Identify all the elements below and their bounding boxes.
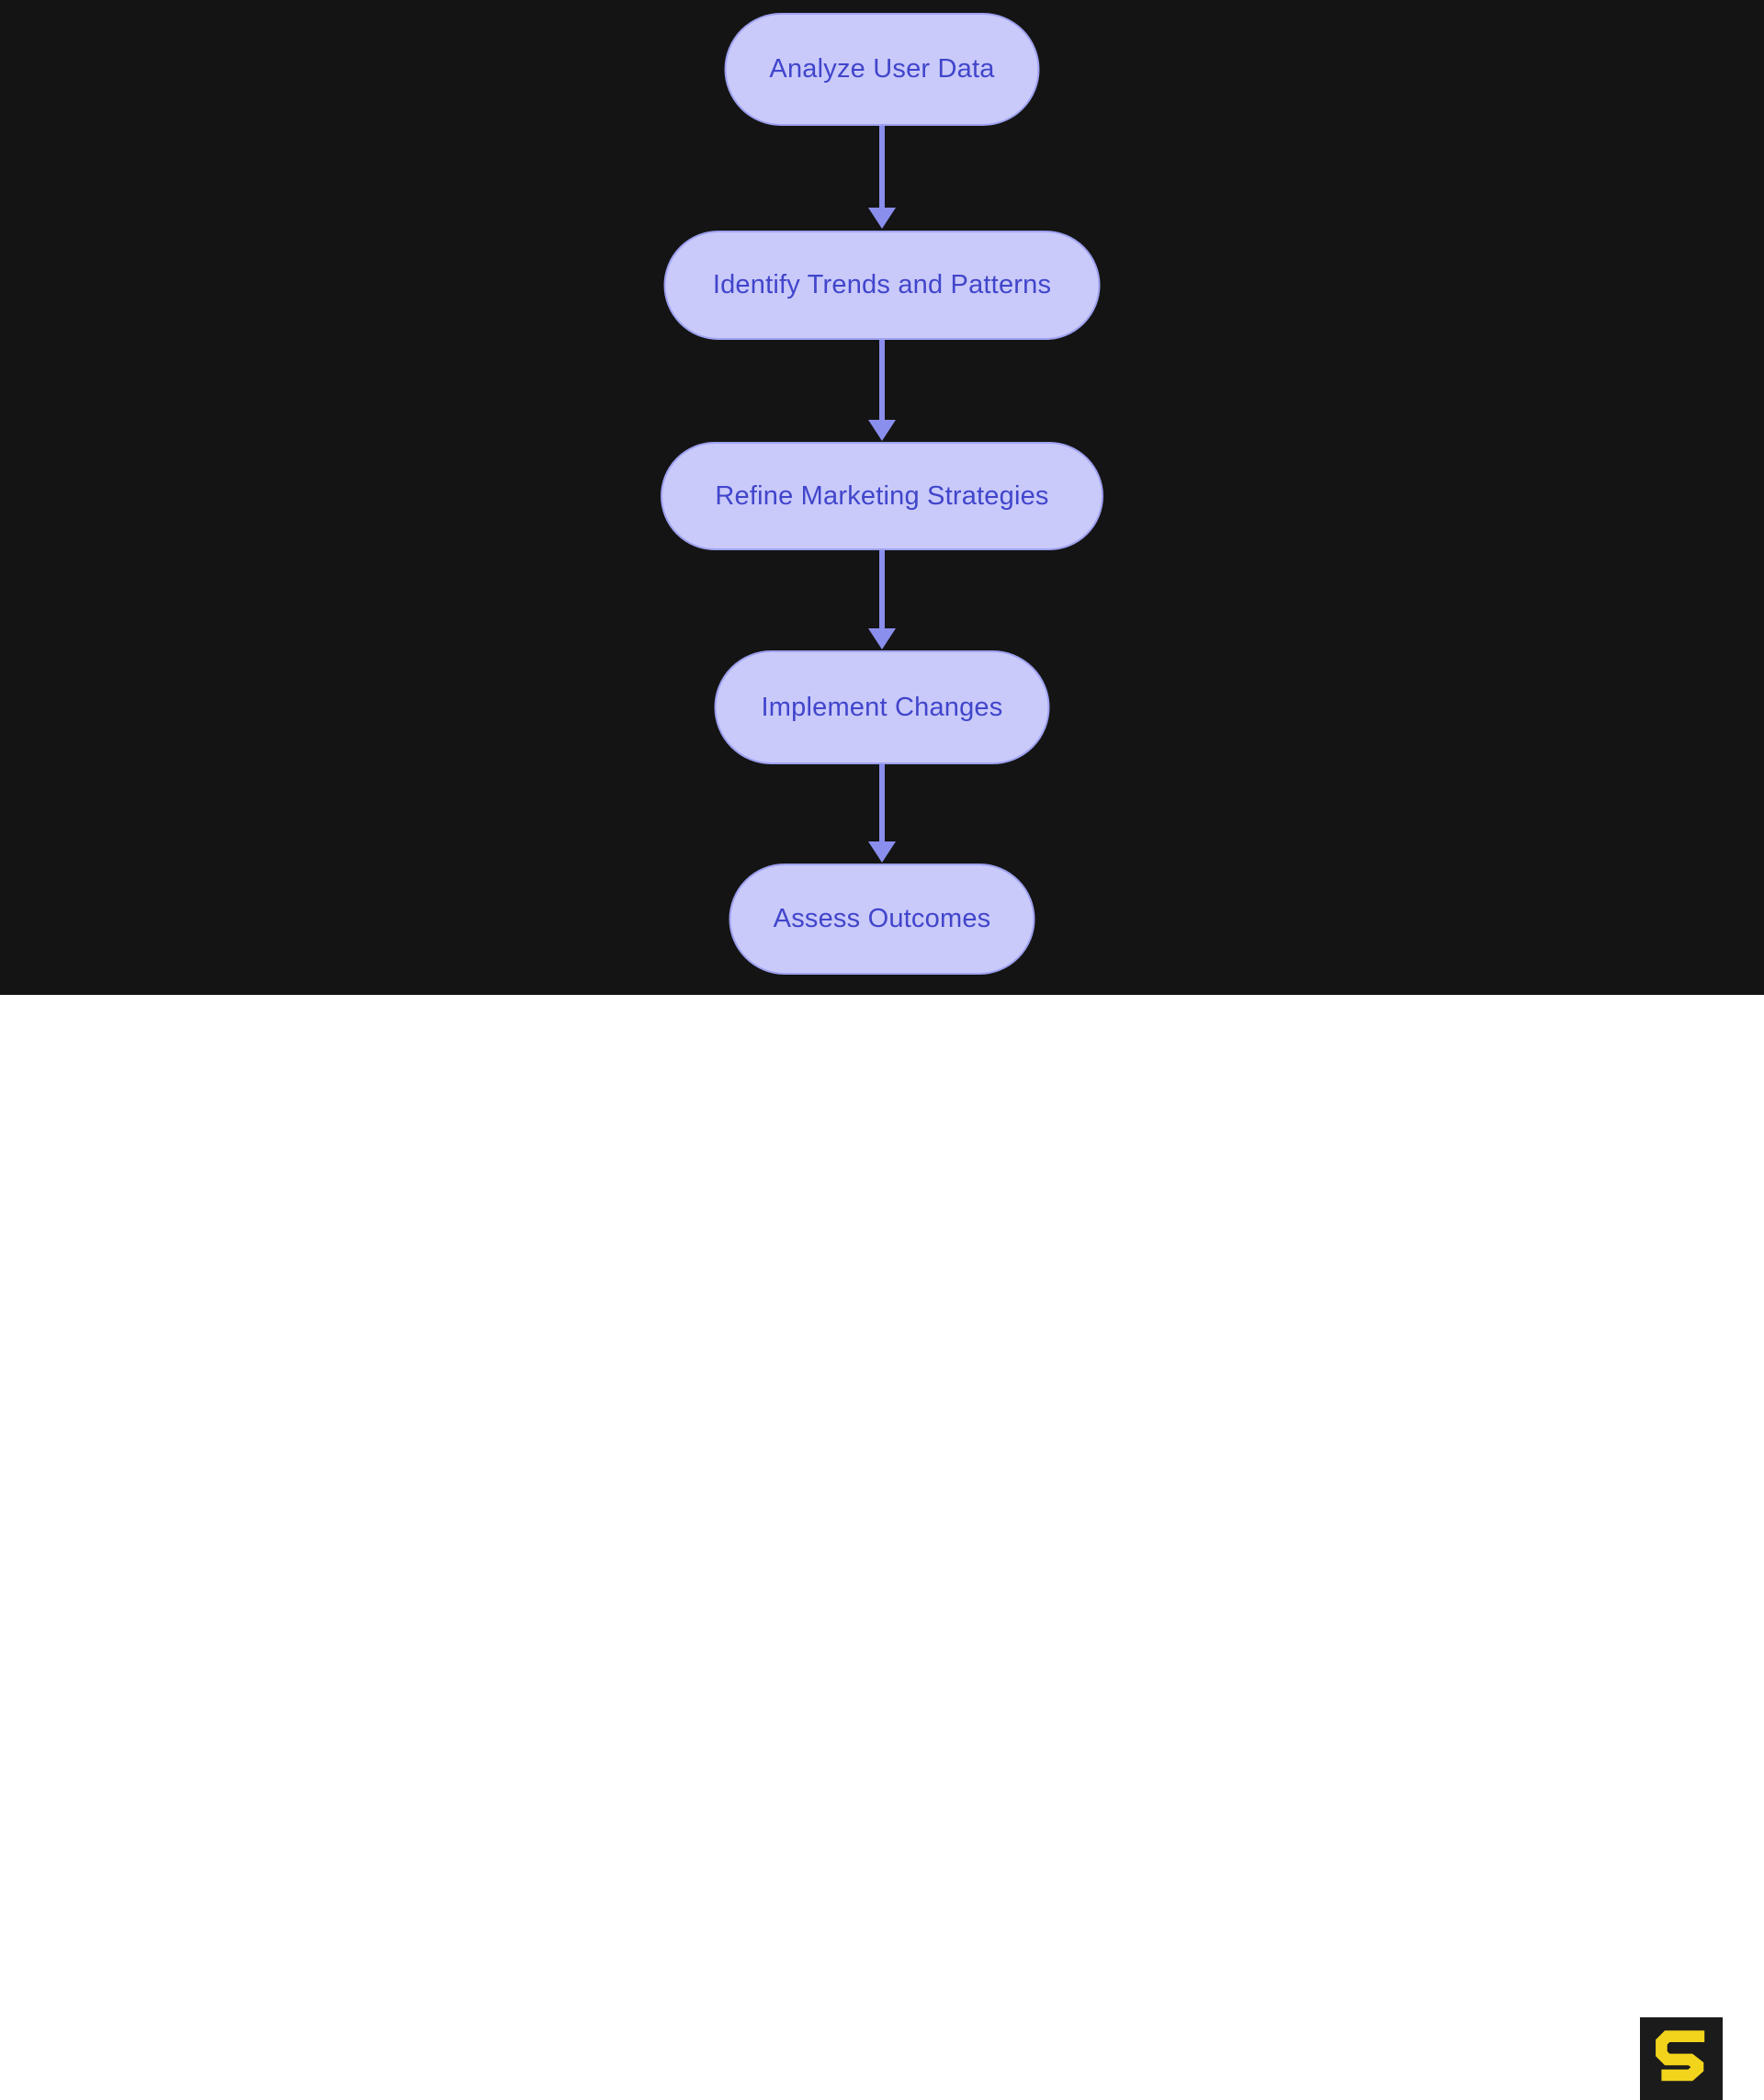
arrow-stem (879, 764, 885, 841)
flow-node-implement-changes: Implement Changes (714, 650, 1050, 764)
arrow-head-icon (868, 628, 896, 649)
flow-arrow-3 (868, 550, 896, 649)
flow-node-label: Implement Changes (761, 692, 1003, 722)
s-logo-icon (1640, 2017, 1723, 2100)
footer-bar (0, 995, 1764, 2100)
flow-node-label: Refine Marketing Strategies (715, 480, 1049, 511)
flow-node-analyze-user-data: Analyze User Data (724, 13, 1040, 126)
arrow-stem (879, 340, 885, 420)
flow-arrow-1 (868, 126, 896, 229)
arrow-head-icon (868, 208, 896, 229)
arrow-head-icon (868, 420, 896, 441)
arrow-stem (879, 126, 885, 208)
flow-arrow-4 (868, 764, 896, 863)
flow-node-assess-outcomes: Assess Outcomes (729, 864, 1035, 975)
flowchart-canvas: Analyze User Data Identify Trends and Pa… (0, 0, 1764, 995)
flow-node-refine-marketing: Refine Marketing Strategies (661, 442, 1103, 550)
flow-node-identify-trends: Identify Trends and Patterns (663, 231, 1101, 340)
flow-arrow-2 (868, 340, 896, 441)
arrow-stem (879, 550, 885, 628)
flow-node-label: Assess Outcomes (773, 904, 991, 933)
flow-node-label: Analyze User Data (769, 54, 995, 84)
flow-node-label: Identify Trends and Patterns (712, 270, 1052, 299)
s-logo-glyph (1656, 2030, 1705, 2082)
arrow-head-icon (868, 841, 896, 863)
